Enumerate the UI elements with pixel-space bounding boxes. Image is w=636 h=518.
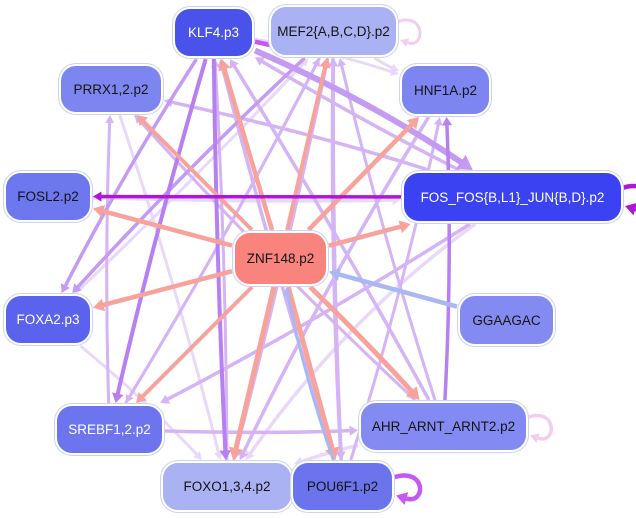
node-pou6f1[interactable]: POU6F1.p2 <box>293 463 392 510</box>
node-label: GGAAGAC <box>472 312 541 328</box>
node-fosl2[interactable]: FOSL2.p2 <box>6 173 90 220</box>
edge-pou6f1-znf148 <box>283 287 335 461</box>
edge-znf148-srebf12 <box>136 285 254 403</box>
edge-znf148-fos <box>328 220 411 248</box>
edge-znf148-ahr <box>308 285 420 400</box>
edge-srebf12-ahr <box>164 425 358 436</box>
edge-fos-self <box>621 183 636 216</box>
edge-klf4-foxo134 <box>211 58 232 460</box>
node-label: POU6F1.p2 <box>306 479 379 494</box>
edge-ahr-self <box>526 413 553 443</box>
edge-znf148-foxo134 <box>228 286 277 460</box>
node-label: AHR_ARNT_ARNT2.p2 <box>371 419 516 434</box>
edge-mef2-pou6f1 <box>330 57 346 460</box>
edge-ggaagac-znf148 <box>329 268 458 309</box>
edge-mef2-hnf1a <box>373 56 399 72</box>
node-label: HNF1A.p2 <box>413 82 478 98</box>
node-prrx12[interactable]: PRRX1,2.p2 <box>61 66 161 112</box>
edge-fos-srebf12 <box>160 222 471 404</box>
node-mef2[interactable]: MEF2{A,B,C,D}.p2 <box>271 7 396 55</box>
node-hnf1a[interactable]: HNF1A.p2 <box>402 66 489 114</box>
edge-srebf12-prrx12 <box>105 115 114 404</box>
edge-znf148-fosl2 <box>93 204 233 248</box>
edge-klf4-foxa2 <box>60 58 198 293</box>
edge-ahr-hnf1a <box>441 117 453 401</box>
node-srebf12[interactable]: SREBF1,2.p2 <box>57 406 162 453</box>
edge-znf148-hnf1a <box>306 117 420 232</box>
node-label: FOXA2.p3 <box>16 312 80 327</box>
node-klf4[interactable]: KLF4.p3 <box>175 9 252 56</box>
edge-znf148-foxa2 <box>93 269 233 312</box>
node-foxo134[interactable]: FOXO1,3,4.p2 <box>163 463 291 510</box>
node-foxa2[interactable]: FOXA2.p3 <box>6 296 90 343</box>
node-fos-jun[interactable]: FOS_FOS{B,L1}_JUN{B,D}.p2 <box>404 173 621 221</box>
edge-fos-klf4 <box>255 57 460 172</box>
node-label: ZNF148.p2 <box>246 251 315 266</box>
node-label: FOXO1,3,4.p2 <box>183 479 271 494</box>
node-label: FOS_FOS{B,L1}_JUN{B,D}.p2 <box>420 189 605 205</box>
edge-znf148-mef2 <box>285 58 331 231</box>
edge-klf4-fos <box>253 47 473 170</box>
node-znf148[interactable]: ZNF148.p2 <box>235 233 326 284</box>
edge-klf4-srebf12 <box>112 58 208 403</box>
node-ahr-arnt[interactable]: AHR_ARNT_ARNT2.p2 <box>361 403 526 450</box>
edge-mef2-foxa2 <box>72 56 306 293</box>
node-label: PRRX1,2.p2 <box>73 81 149 97</box>
node-label: KLF4.p3 <box>187 25 240 40</box>
edge-mef2-self <box>396 18 422 47</box>
node-label: MEF2{A,B,C,D}.p2 <box>277 23 390 39</box>
edge-znf148-prrx12 <box>137 115 254 232</box>
node-ggaagac[interactable]: GGAAGAC <box>460 296 553 344</box>
node-label: FOSL2.p2 <box>17 189 79 204</box>
edge-fos-fosl2 <box>93 191 402 202</box>
edge-mef2-srebf12 <box>125 57 321 403</box>
edge-pou6f1-self <box>392 473 423 505</box>
node-label: SREBF1,2.p2 <box>68 422 151 437</box>
edge-znf148-klf4 <box>218 59 275 231</box>
